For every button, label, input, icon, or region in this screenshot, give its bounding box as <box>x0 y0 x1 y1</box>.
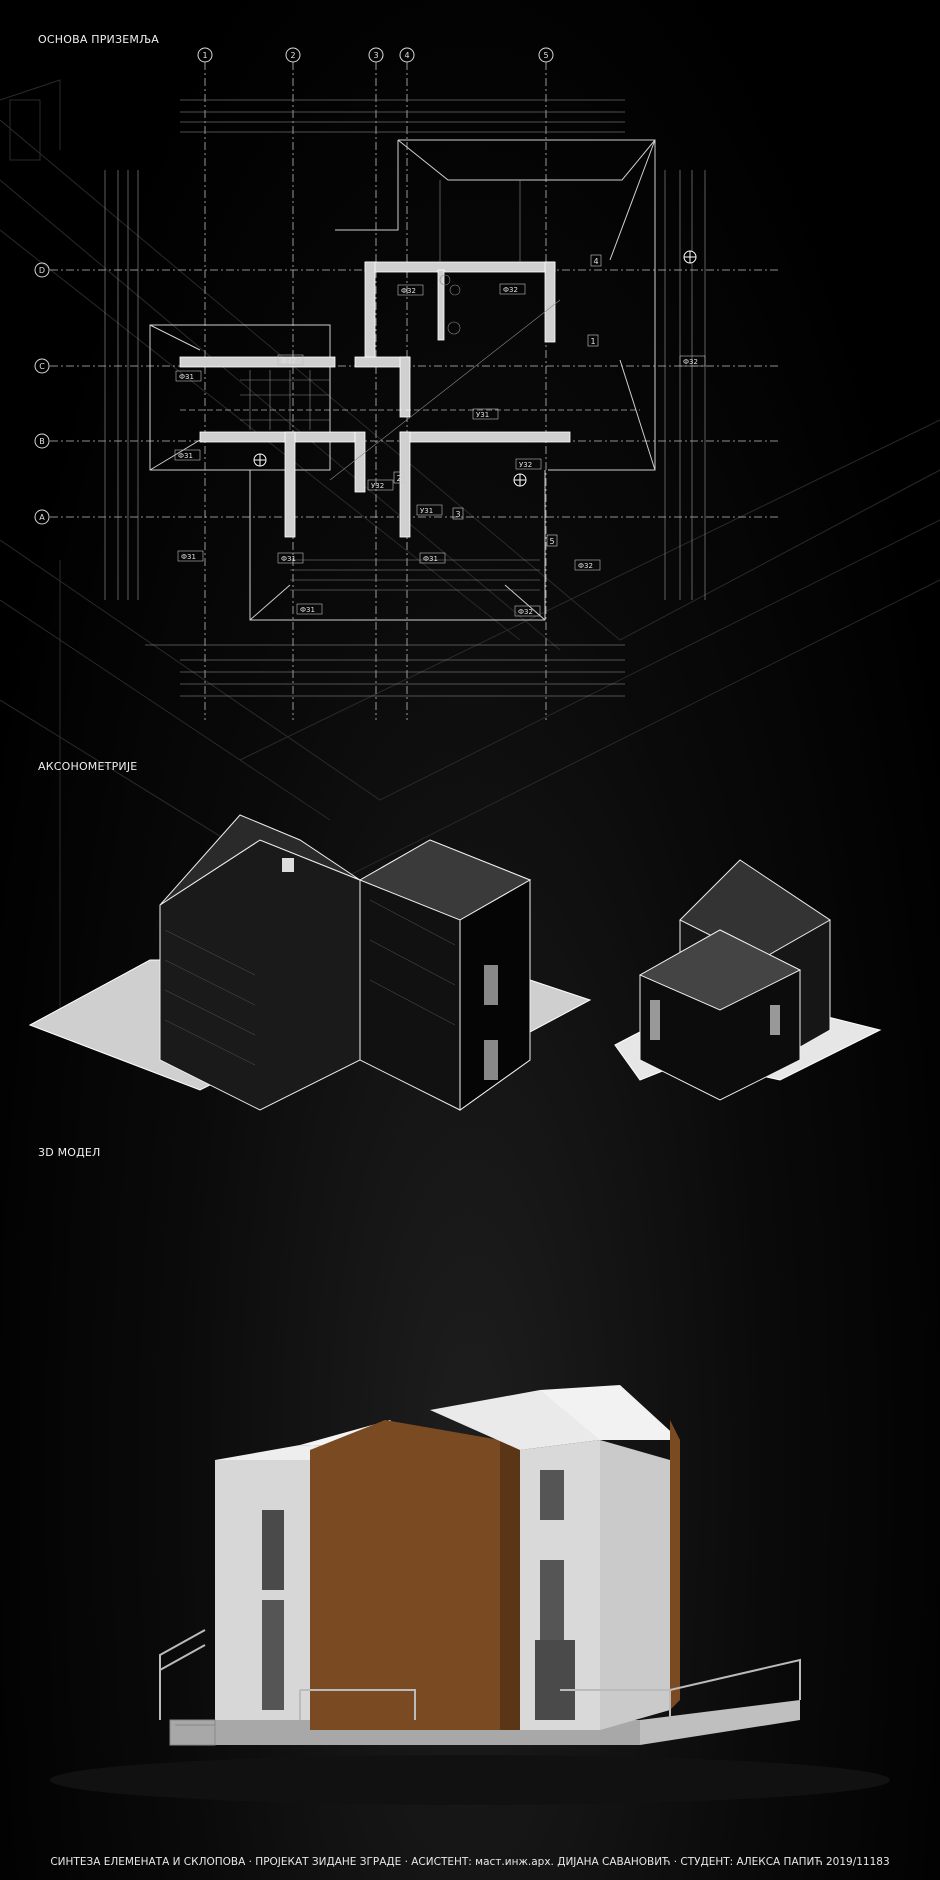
dimension-lines <box>104 99 706 697</box>
window <box>540 1560 564 1640</box>
material-tag: Ф31 <box>179 373 194 381</box>
material-tag: У31 <box>476 411 489 419</box>
material-tag: Ф31 <box>178 452 193 460</box>
material-tag: Ф32 <box>683 358 698 366</box>
axis-markers <box>34 47 554 525</box>
material-tag: Ф32 <box>578 562 593 570</box>
axis-label: 5 <box>543 51 548 60</box>
axis-label: 3 <box>373 51 378 60</box>
room-number: 4 <box>593 257 598 266</box>
room-number: 3 <box>455 510 460 519</box>
model-title: 3D МОДЕЛ <box>38 1146 101 1159</box>
axonometry-drawings <box>28 814 882 1111</box>
material-tag: У31 <box>420 507 433 515</box>
room-number: 1 <box>590 337 595 346</box>
axis-label: A <box>39 513 45 522</box>
railings <box>159 1629 801 1720</box>
floor-plan: 1 2 3 4 5 D C B A 1 2 3 4 5 Ф32 Ф32 Ф32 … <box>34 47 780 720</box>
walls <box>179 261 571 538</box>
axonometry-large <box>28 814 592 1111</box>
axis-label: 4 <box>404 51 409 60</box>
room-number: 5 <box>549 537 554 546</box>
right-wing-wall <box>600 1440 670 1730</box>
plan-title: ОСНОВА ПРИЗЕМЉА <box>38 33 160 46</box>
window <box>540 1470 564 1520</box>
axis-label: B <box>39 437 45 446</box>
axis-label: 1 <box>202 51 207 60</box>
axis-label: D <box>39 266 45 275</box>
steps <box>169 1719 216 1746</box>
axis-label: C <box>39 362 45 371</box>
interior-details <box>180 180 640 591</box>
footer-credits: СИНТЕЗА ЕЛЕМЕНАТА И СКЛОПОВА · ПРОЈЕКАТ … <box>50 1856 890 1868</box>
material-tag: Ф32 <box>518 608 533 616</box>
axonometry-small <box>614 859 882 1101</box>
axis-label: 2 <box>290 51 295 60</box>
axonometry-title: АКСОНОМЕТРИЈЕ <box>38 760 138 773</box>
level-markers <box>253 250 697 487</box>
material-tag: Ф32 <box>281 357 296 365</box>
material-tag: У32 <box>371 482 384 490</box>
material-tag: Ф31 <box>281 555 296 563</box>
window <box>262 1510 284 1590</box>
material-tag: Ф31 <box>181 553 196 561</box>
entrance-door <box>262 1600 284 1710</box>
wood-cladding-panel <box>310 1420 500 1730</box>
material-tag: У32 <box>519 461 532 469</box>
material-tag: Ф31 <box>300 606 315 614</box>
material-tag: Ф32 <box>401 287 416 295</box>
door <box>535 1640 575 1720</box>
roof-outline <box>149 139 656 621</box>
material-tag: Ф31 <box>423 555 438 563</box>
room-number: 2 <box>396 474 401 483</box>
material-tag: Ф32 <box>503 286 518 294</box>
